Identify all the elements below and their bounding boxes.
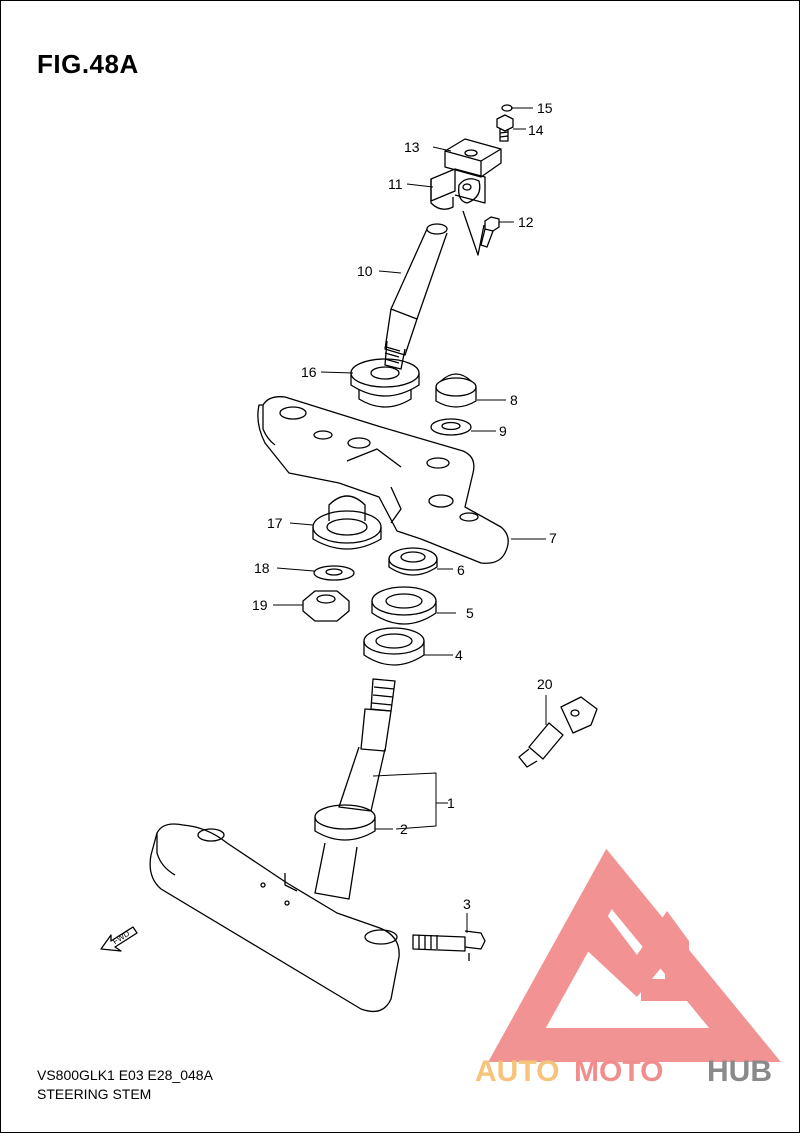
part-11-holder-lower <box>430 168 486 210</box>
part-6-lock-nut <box>388 547 438 576</box>
callout-labels: 1 2 3 4 5 6 7 8 9 10 11 12 13 14 15 16 1… <box>252 100 557 912</box>
part-8-cap <box>435 373 477 408</box>
part-4-bearing <box>363 627 425 666</box>
part-14-bolt <box>496 114 514 142</box>
part-5-dust-seal <box>371 586 437 625</box>
callout-5: 5 <box>466 605 474 621</box>
part-9-washer <box>430 418 472 436</box>
callout-18: 18 <box>254 560 270 576</box>
callout-3: 3 <box>463 896 471 912</box>
callout-14: 14 <box>528 122 544 138</box>
part-1-steering-stem <box>314 678 396 900</box>
watermark-text: AUTO MOTO HUB <box>475 1055 772 1088</box>
leader-lines <box>273 107 547 933</box>
watermark-hub: HUB <box>707 1055 772 1088</box>
callout-4: 4 <box>455 647 463 663</box>
part-20-fitting <box>518 696 598 768</box>
callout-6: 6 <box>457 562 465 578</box>
part-3-bolt <box>412 930 486 961</box>
part-19-nut <box>302 590 350 622</box>
part-17-bearing-cover <box>312 495 382 550</box>
watermark-auto: AUTO <box>475 1055 559 1088</box>
callout-13: 13 <box>404 139 420 155</box>
part-13-holder-upper <box>444 138 502 178</box>
figure-name: STEERING STEM <box>37 1086 152 1102</box>
callout-2: 2 <box>400 821 408 837</box>
callout-15: 15 <box>537 100 553 116</box>
fwd-arrow-icon <box>100 926 138 952</box>
callout-10: 10 <box>357 263 373 279</box>
part-7-upper-bracket <box>257 396 509 564</box>
part-15-oring <box>501 104 513 112</box>
callout-11: 11 <box>388 176 403 192</box>
part-18-washer <box>313 565 355 581</box>
part-16-stem-nut <box>350 358 420 408</box>
watermark-logo <box>488 848 781 1062</box>
callout-9: 9 <box>499 423 507 439</box>
figure-title: FIG.48A <box>37 49 139 79</box>
callout-7: 7 <box>549 530 557 546</box>
part-12-bolt <box>462 210 500 256</box>
part-2-lower-bracket <box>149 823 400 1013</box>
watermark-moto: MOTO <box>574 1055 663 1088</box>
callout-8: 8 <box>510 392 518 408</box>
callout-12: 12 <box>518 214 534 230</box>
callout-20: 20 <box>537 676 553 692</box>
part-10-rod <box>384 223 448 370</box>
callout-19: 19 <box>252 597 268 613</box>
callout-1: 1 <box>447 795 455 811</box>
callout-17: 17 <box>267 515 283 531</box>
figure-code: VS800GLK1 E03 E28_048A <box>37 1067 213 1083</box>
callout-16: 16 <box>301 364 317 380</box>
